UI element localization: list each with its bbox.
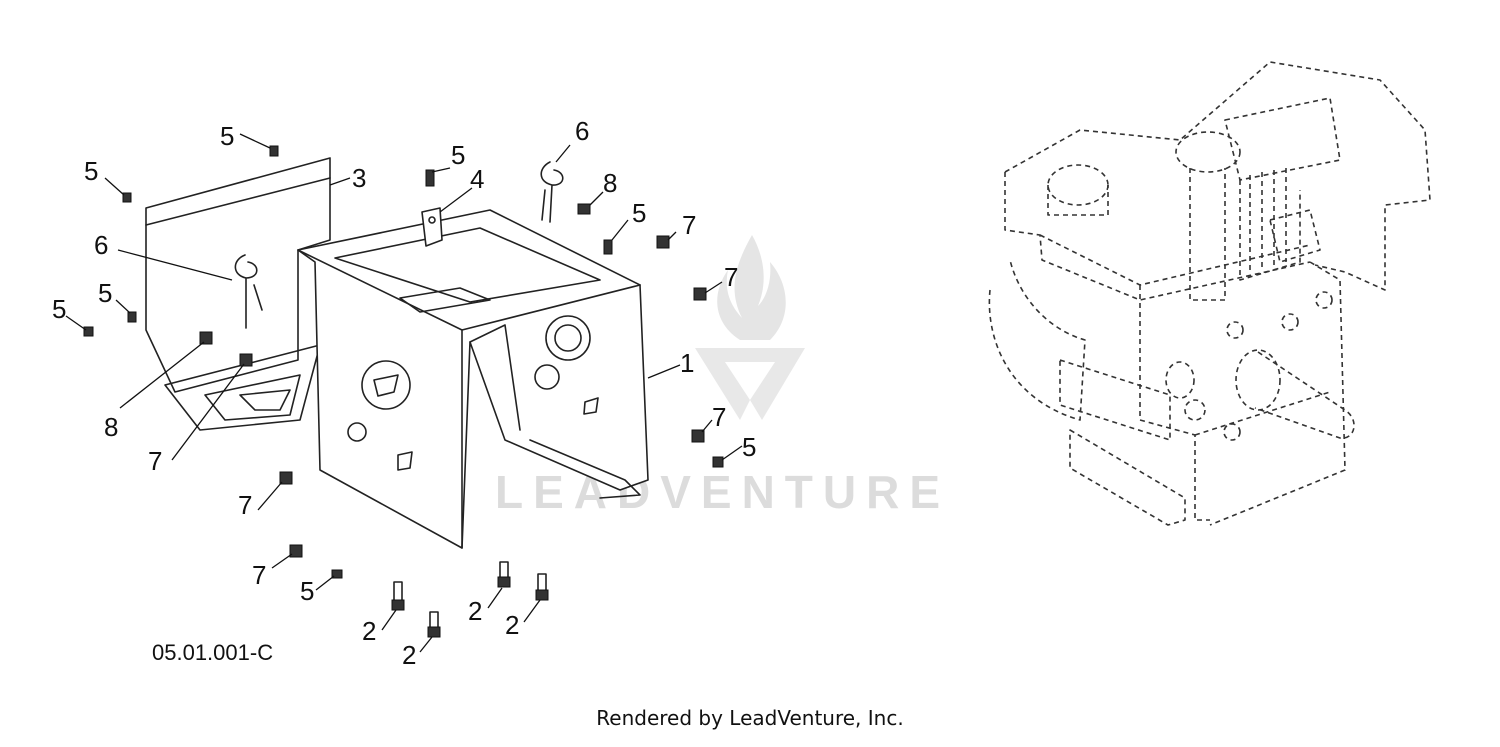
hairpin-clip — [234, 254, 263, 329]
bolt — [712, 456, 724, 468]
stud — [497, 561, 511, 588]
fastener-group — [83, 145, 724, 638]
diagram-code: 05.01.001-C — [152, 640, 274, 665]
callout-label: 2 — [468, 596, 482, 626]
bracket — [421, 207, 443, 247]
bolt — [656, 235, 670, 249]
callout-label: 7 — [724, 262, 738, 292]
bolt — [331, 569, 343, 579]
callout-label: 5 — [98, 278, 112, 308]
bolt — [269, 145, 279, 157]
bolt — [289, 544, 303, 558]
bolt — [693, 287, 707, 301]
bolt — [425, 169, 435, 187]
callout-label: 5 — [451, 140, 465, 170]
callout-label: 7 — [712, 402, 726, 432]
stud — [535, 573, 549, 601]
bolt — [603, 239, 613, 255]
callout-label: 3 — [352, 163, 366, 193]
flame-watermark-icon — [717, 235, 786, 340]
bolt — [122, 192, 132, 203]
callout-label: 7 — [148, 446, 162, 476]
callout-label: 5 — [220, 121, 234, 151]
callouts: 5 5 3 5 4 6 8 5 7 7 6 5 5 1 8 7 7 5 7 7 … — [52, 116, 756, 670]
callout-label: 5 — [632, 198, 646, 228]
shroud-panel — [145, 157, 331, 431]
bolt — [577, 203, 591, 215]
bolt — [691, 429, 705, 443]
callout-label: 5 — [300, 576, 314, 606]
leader-lines — [65, 133, 743, 653]
callout-label: 7 — [238, 490, 252, 520]
watermark-text: LEADVENTURE — [495, 466, 950, 518]
hairpin-clip — [540, 161, 564, 223]
stud — [427, 611, 441, 638]
callout-label: 1 — [680, 348, 694, 378]
bolt — [239, 353, 253, 367]
callout-label: 2 — [402, 640, 416, 670]
callout-label: 8 — [104, 412, 118, 442]
engine-phantom — [988, 61, 1431, 526]
callout-label: 2 — [362, 616, 376, 646]
bolt — [127, 311, 137, 323]
callout-label: 5 — [742, 432, 756, 462]
stud — [391, 581, 405, 611]
callout-label: 6 — [94, 230, 108, 260]
callout-label: 6 — [575, 116, 589, 146]
bolt — [279, 471, 293, 485]
callout-label: 5 — [84, 156, 98, 186]
bolt — [83, 326, 94, 337]
callout-label: 5 — [52, 294, 66, 324]
callout-label: 7 — [252, 560, 266, 590]
lv-logo-watermark-icon — [695, 235, 805, 420]
bolt — [199, 331, 213, 345]
callout-label: 2 — [505, 610, 519, 640]
callout-label: 8 — [603, 168, 617, 198]
callout-label: 4 — [470, 164, 484, 194]
callout-label: 7 — [682, 210, 696, 240]
footer-credit: Rendered by LeadVenture, Inc. — [596, 706, 904, 730]
